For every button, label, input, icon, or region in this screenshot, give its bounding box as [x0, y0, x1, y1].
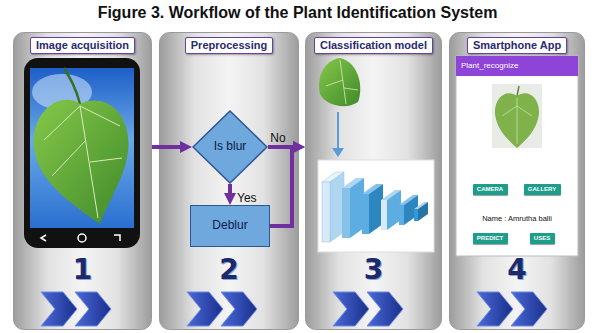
- home-button: [78, 234, 86, 242]
- edge-label: Yes: [237, 192, 257, 206]
- app-button: PREDICT: [473, 233, 508, 244]
- panel-shape: [14, 33, 152, 330]
- panel-shape: [306, 33, 442, 330]
- menu-button: [114, 235, 120, 241]
- process-box: Deblur: [190, 205, 270, 247]
- sky-glow: [32, 74, 92, 110]
- decision-diamond: Is blur: [192, 110, 268, 184]
- figure-title: Figure 3. Workflow of the Plant Identifi…: [98, 4, 498, 22]
- stage-heading: Image acquisition: [30, 37, 135, 54]
- phone-body: [24, 58, 140, 248]
- button-text: PREDICT: [477, 235, 503, 242]
- stage-panel: Preprocessing 2 Is blurDeblur: [159, 32, 299, 330]
- text-slot: 1: [13, 254, 152, 286]
- text-slot: 4: [449, 254, 585, 286]
- phone-illustration: [24, 58, 140, 248]
- flow-arrow: [268, 145, 299, 149]
- app-button: CAMERA: [473, 184, 508, 195]
- leaf-veins: [326, 60, 358, 104]
- flow-arrow: [228, 184, 232, 199]
- panel-shape: [160, 33, 299, 330]
- text-slot: Smartphone App: [449, 35, 585, 54]
- stage-panel: Classification model 3: [305, 32, 442, 330]
- text-slot: Classification model: [305, 35, 442, 54]
- decision-text: Is blur: [214, 140, 247, 154]
- text-slot: Figure 3. Workflow of the Plant Identifi…: [0, 4, 595, 22]
- cnn-frame: [318, 160, 434, 252]
- stage-panel: Smartphone App 4 Plant_recognizeCAMERA GALL…: [449, 32, 585, 330]
- leaf-stem: [517, 86, 519, 96]
- step-number: 4: [507, 254, 526, 286]
- leaf-stem: [64, 68, 80, 104]
- input-leaf: [319, 58, 360, 106]
- app-title-bar: Plant_recognize: [456, 56, 578, 76]
- chevron-arrows: [41, 292, 547, 326]
- stage-heading: Classification model: [314, 37, 433, 54]
- button-text: GALLERY: [528, 186, 556, 193]
- down-arrow: [337, 112, 339, 149]
- text-slot: Image acquisition: [13, 35, 152, 54]
- down-arrow-head: [332, 148, 344, 157]
- classification-illustration: [318, 58, 434, 252]
- cnn-layers: [322, 172, 428, 242]
- back-button: [41, 235, 46, 241]
- leaf-veins: [502, 98, 532, 144]
- text-slot: Name : Amrutha balli: [456, 207, 578, 225]
- text-slot: Preprocessing: [159, 35, 299, 54]
- leaf-veins: [44, 106, 122, 218]
- step-number: 2: [219, 254, 238, 286]
- app-leaf: [495, 93, 539, 148]
- stage-heading: Preprocessing: [185, 37, 273, 54]
- panel-shape: [450, 33, 585, 330]
- flow-arrow: [152, 145, 186, 149]
- button-text: CAMERA: [477, 186, 503, 193]
- phone-screen: [30, 68, 134, 228]
- app-button: GALLERY: [524, 184, 561, 195]
- diamond-outline: [193, 111, 267, 183]
- text-slot: Yes: [237, 188, 257, 206]
- text-slot: 2: [159, 254, 299, 286]
- leaf: [34, 100, 129, 224]
- step-number: 1: [73, 254, 92, 286]
- button-text: USES: [534, 235, 550, 242]
- stage-panel: Image acquisition 1: [13, 32, 152, 330]
- step-number: 3: [364, 254, 383, 286]
- app-button: USES: [530, 233, 555, 244]
- text-slot: No: [270, 128, 285, 146]
- text-slot: 3: [305, 254, 442, 286]
- app-title: Plant_recognize: [461, 61, 518, 70]
- stage-heading: Smartphone App: [467, 37, 567, 54]
- edge-label: No: [270, 132, 285, 146]
- app-illustration: [456, 56, 578, 256]
- photo-ground: [492, 84, 542, 148]
- app-screen: [456, 56, 578, 256]
- flow-arrow: [270, 147, 299, 226]
- process-text: Deblur: [212, 219, 247, 233]
- app-result-text: Name : Amrutha balli: [482, 215, 552, 224]
